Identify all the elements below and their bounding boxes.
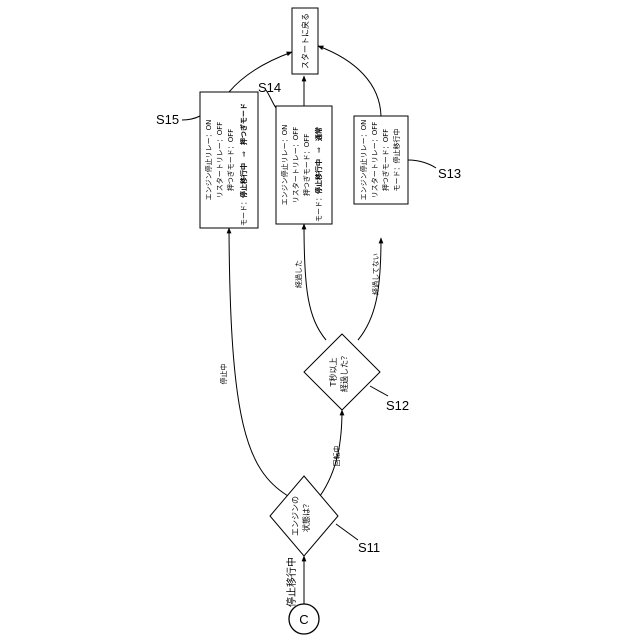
process-s14-mode-arrow: ⇒ [315, 147, 323, 153]
s13-leader [408, 160, 436, 168]
process-s13-step: S13 [438, 166, 461, 181]
process-s15: エンジン停止リレー：ON リスタートリレー：OFF 押つぎモード：OFF モード… [156, 92, 258, 228]
process-s13-line3: 押つぎモード：OFF [381, 129, 390, 192]
process-s15-line2: リスタートリレー：OFF [215, 122, 224, 199]
decision-s11-line2: 状態は？ [301, 500, 311, 532]
end-terminal: スタートに戻る [292, 8, 318, 74]
process-s14-mode-prefix: モード： [315, 194, 323, 222]
process-s13: エンジン停止リレー：ON リスタートリレー：OFF 押つぎモード：OFF モード… [354, 116, 461, 204]
start-label: 停止移行中 [285, 557, 298, 607]
edge-label-stopping: 停止中 [219, 364, 228, 385]
process-s14-line2: リスタートリレー：OFF [291, 127, 300, 204]
flow-s11-to-s15 [229, 228, 288, 496]
process-s15-line1: エンジン停止リレー：ON [204, 120, 213, 201]
edge-label-elapsed: 経過した [294, 260, 303, 288]
s12-leader [370, 386, 388, 396]
process-s15-mode-arrow: ⇒ [240, 151, 248, 157]
s15-leader [182, 116, 200, 120]
process-s15-mode-to: 押つぎモード [239, 103, 248, 145]
process-s14-line1: エンジン停止リレー：ON [280, 125, 289, 206]
process-s14-mode-to: 通常 [314, 127, 323, 141]
start-connector: C 停止移行中 [285, 557, 319, 634]
process-s15-line4: モード：停止移行中 ⇒ 押つぎモード [239, 103, 248, 226]
decision-s12-line1: T秒以上 [328, 358, 338, 388]
decision-s11-step: S11 [358, 540, 380, 555]
decision-s12-line2: 経過した？ [339, 352, 349, 392]
process-s13-line2: リスタートリレー：OFF [370, 122, 379, 199]
connector-letter: C [299, 612, 308, 627]
process-s14-mode-from: 停止移行中 [314, 159, 323, 194]
process-s14-line4: モード：停止移行中 ⇒ 通常 [314, 127, 323, 222]
process-s15-step: S15 [156, 112, 179, 127]
process-s14: エンジン停止リレー：ON リスタートリレー：OFF 押つぎモード：OFF モード… [258, 80, 332, 224]
end-label: スタートに戻る [300, 13, 310, 69]
decision-s12-step: S12 [386, 398, 409, 413]
flow-s12-to-s14 [304, 224, 326, 340]
edge-label-rotating: 回転中 [332, 446, 341, 467]
process-s13-line4: モード：停止移行中 [392, 129, 401, 192]
process-s15-mode-from: 停止移行中 [239, 163, 248, 198]
decision-s12: T秒以上 経過した？ S12 [304, 334, 409, 413]
decision-s11-line1: エンジンの [291, 496, 300, 536]
s11-leader [336, 524, 358, 540]
process-s15-line3: 押つぎモード：OFF [226, 129, 235, 192]
process-s14-step: S14 [258, 80, 281, 95]
process-s15-mode-prefix: モード： [240, 198, 248, 226]
edge-label-not-elapsed: 経過してない [371, 253, 380, 295]
process-s14-line3: 押つぎモード：OFF [302, 134, 311, 197]
process-s13-line1: エンジン停止リレー：ON [359, 120, 368, 201]
